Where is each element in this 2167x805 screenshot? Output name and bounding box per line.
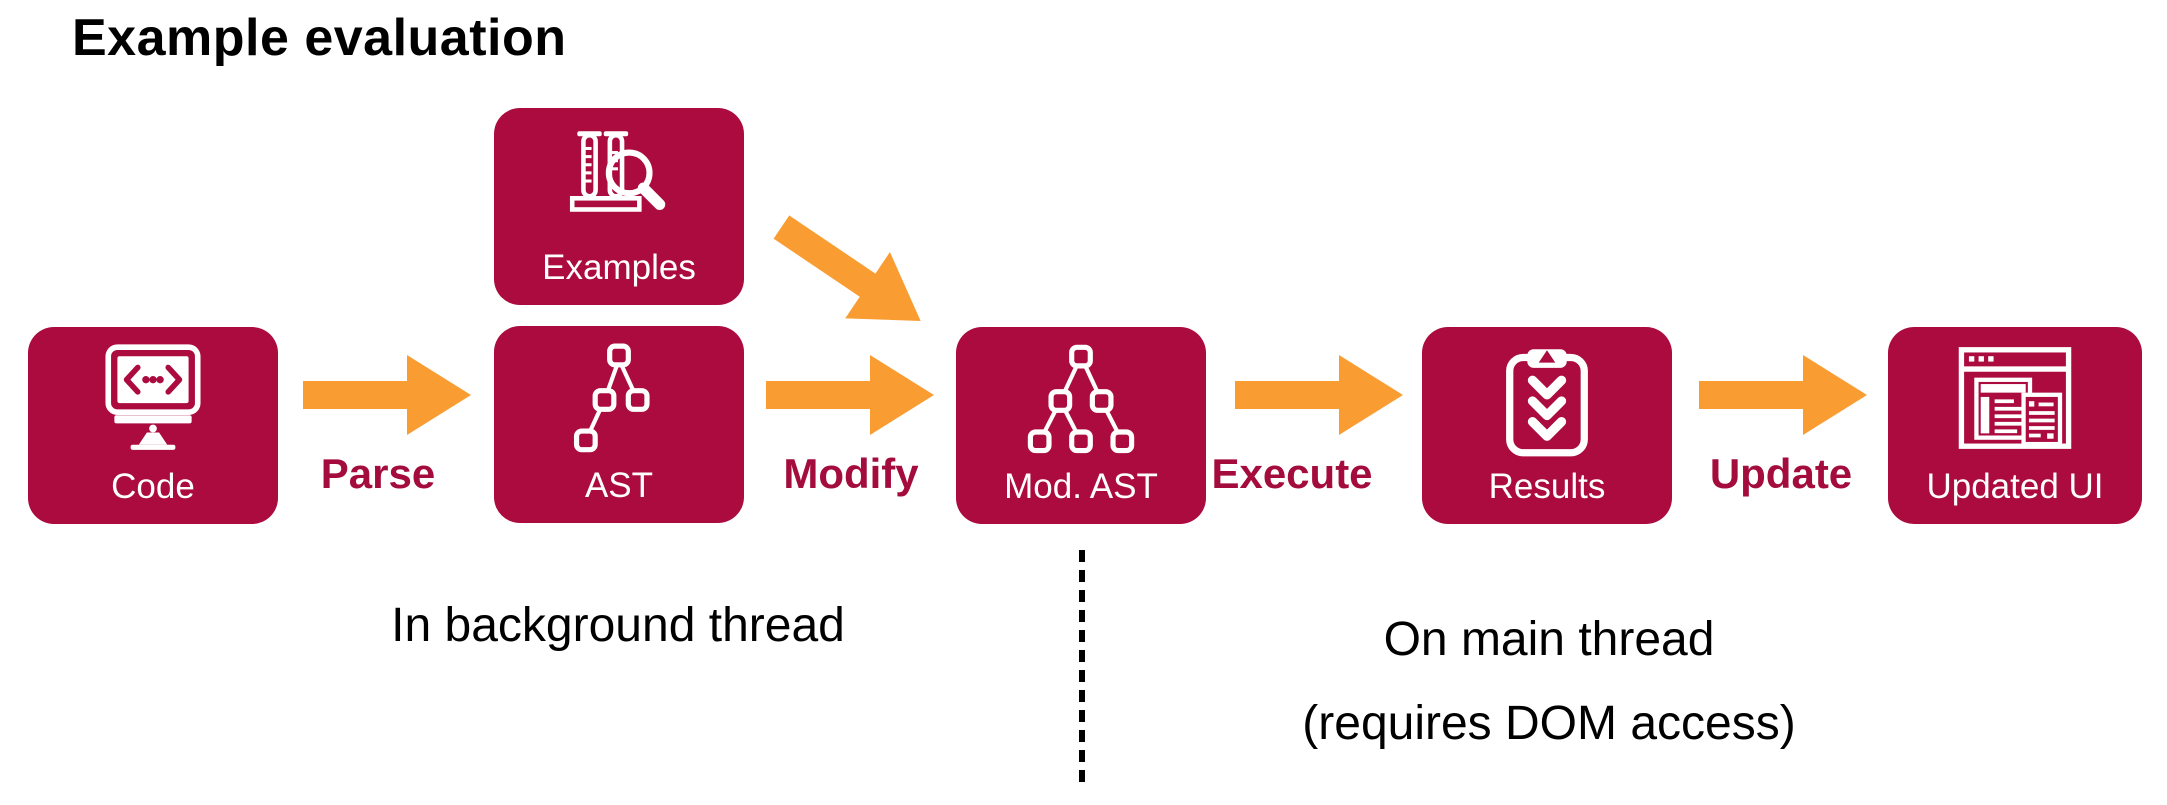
browser-window-icon — [1955, 343, 2075, 453]
edge-label-update: Update — [1709, 450, 1853, 497]
node-mod-ast: Mod. AST — [956, 327, 1206, 524]
node-label-updated-ui: Updated UI — [1926, 466, 2104, 506]
node-ast: AST — [494, 326, 744, 523]
edge-label-execute: Execute — [1211, 450, 1373, 497]
thread-divider-dotted-line — [1079, 550, 1085, 790]
node-examples: Examples — [494, 108, 744, 305]
node-label-results: Results — [1488, 466, 1606, 506]
execute-arrow-icon — [1235, 353, 1403, 437]
background-thread-label: In background thread — [391, 599, 845, 652]
main-thread-label: On main thread (requires DOM access) — [1302, 598, 1795, 766]
modified-ast-tree-icon — [1018, 343, 1144, 459]
node-results: Results — [1422, 327, 1672, 524]
test-tubes-magnifier-icon — [558, 124, 680, 236]
clipboard-checklist-icon — [1495, 343, 1599, 459]
update-arrow-icon — [1699, 353, 1867, 437]
code-monitor-icon — [92, 343, 214, 455]
edge-label-modify: Modify — [783, 450, 919, 497]
edge-label-parse: Parse — [320, 450, 436, 497]
node-label-ast: AST — [584, 465, 654, 505]
node-label-code: Code — [111, 466, 195, 506]
node-code: Code — [28, 327, 278, 524]
node-label-examples: Examples — [542, 247, 696, 287]
ast-tree-icon — [567, 342, 671, 458]
page-title: Example evaluation — [72, 9, 567, 67]
main-thread-label-line2: (requires DOM access) — [1302, 697, 1796, 750]
examples-to-mod-ast-arrow-icon — [758, 192, 944, 356]
main-thread-label-line1: On main thread — [1383, 613, 1715, 666]
node-updated-ui: Updated UI — [1888, 327, 2142, 524]
parse-arrow-icon — [303, 353, 471, 437]
modify-arrow-icon — [766, 353, 934, 437]
node-label-mod-ast: Mod. AST — [1004, 466, 1158, 506]
